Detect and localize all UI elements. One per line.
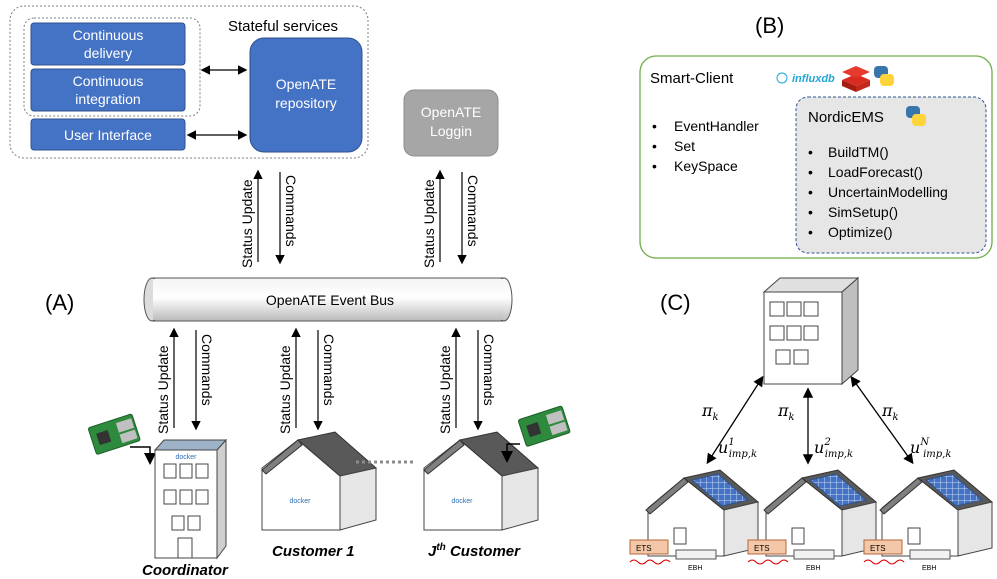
customer-1-house-icon: docker: [261, 431, 378, 531]
openate-repository-box: OpenATE repository: [249, 37, 363, 153]
logging-label-1: OpenATE: [421, 104, 481, 120]
user-interface-box: User Interface: [30, 118, 186, 151]
event-bus: OpenATE Event Bus: [143, 277, 513, 322]
nordic-item-3: •UncertainModelling: [808, 184, 948, 200]
stateful-services-title: Stateful services: [228, 18, 338, 35]
docker-logo-customer-1: docker: [289, 498, 311, 505]
continuous-integration-box: Continuous integration: [30, 68, 186, 112]
commands-label-3: Commands: [199, 334, 215, 406]
prosumer-house-icon: ETS EBH: [863, 469, 994, 572]
smart-client-box: Smart-Client influxdb •EventHandler •Set…: [639, 55, 993, 259]
event-bus-label: OpenATE Event Bus: [266, 292, 394, 308]
commands-label-1: Commands: [283, 175, 299, 247]
nordic-item-4: •SimSetup(): [808, 204, 898, 220]
nordic-item-2: •LoadForecast(): [808, 164, 923, 180]
prosumer-house-icon: ETS EBH: [629, 469, 760, 572]
ebh-label: EBH: [806, 565, 820, 572]
continuous-delivery-label-2: delivery: [84, 45, 132, 61]
nordic-ems-title: NordicEMS: [808, 109, 884, 126]
upper-arrows: Status Update Commands Status Update Com…: [239, 169, 481, 268]
comm-arrow-1: [706, 375, 764, 465]
pi-label-1: πk: [701, 401, 719, 423]
nordic-ems-box: NordicEMS •BuildTM() •LoadForecast() •Un…: [795, 96, 987, 254]
openate-logging-box: OpenATE Loggin: [403, 89, 499, 157]
nordic-item-5: •Optimize(): [808, 224, 893, 240]
solar-houses: ETS EBH ETS EBH ETS EBH: [629, 469, 994, 572]
coordinator-label: Coordinator: [142, 562, 229, 579]
raspberry-pi-icon-2: [518, 405, 571, 447]
client-item-1: •EventHandler: [652, 118, 759, 134]
docker-logo-coordinator: docker: [175, 454, 197, 461]
pi-labels: πk πk πk: [701, 401, 899, 423]
python-icon-2: [906, 106, 926, 126]
panel-b-label: (B): [755, 13, 784, 38]
repository-label-1: OpenATE: [276, 76, 336, 92]
logging-label-2: Loggin: [430, 123, 472, 139]
prosumer-house-icon: ETS EBH: [747, 469, 878, 572]
docker-logo-jth-customer: docker: [451, 498, 473, 505]
pi-label-2: πk: [777, 401, 795, 423]
continuous-delivery-box: Continuous delivery: [30, 22, 186, 66]
influxdb-logo: influxdb: [792, 73, 835, 85]
user-interface-label: User Interface: [64, 127, 152, 143]
coordinator-building-icon: docker: [153, 438, 228, 560]
client-item-3: •KeySpace: [652, 158, 738, 174]
comm-arrow-3: [850, 375, 914, 465]
nordic-item-1: •BuildTM(): [808, 144, 889, 160]
status-update-label-3: Status Update: [155, 345, 171, 434]
continuous-integration-label-1: Continuous: [73, 73, 144, 89]
commands-label-5: Commands: [481, 334, 497, 406]
commands-label-2: Commands: [465, 175, 481, 247]
python-icon: [874, 66, 894, 86]
ets-label: ETS: [636, 544, 652, 553]
lower-arrows: Status Update Commands Status Update Com…: [155, 327, 497, 434]
panel-c-label: (C): [660, 290, 691, 315]
status-update-label-5: Status Update: [437, 345, 453, 434]
status-update-label-4: Status Update: [277, 345, 293, 434]
customer-1-label: Customer 1: [272, 543, 355, 560]
jth-customer-house-icon: docker: [423, 431, 540, 531]
jth-customer-label: Jth Customer: [428, 542, 521, 560]
ebh-label: EBH: [922, 565, 936, 572]
continuous-delivery-label-1: Continuous: [73, 27, 144, 43]
ets-label: ETS: [754, 544, 770, 553]
status-update-label-2: Status Update: [421, 179, 437, 268]
continuous-integration-label-2: integration: [75, 91, 140, 107]
stateful-services-group: Stateful services: [9, 5, 369, 159]
raspberry-pi-icon: [88, 413, 141, 455]
status-update-label-1: Status Update: [239, 179, 255, 268]
redis-icon: [842, 66, 870, 92]
panel-a-label: (A): [45, 290, 74, 315]
ets-label: ETS: [870, 544, 886, 553]
ebh-label: EBH: [688, 565, 702, 572]
commands-label-4: Commands: [321, 334, 337, 406]
client-item-2: •Set: [652, 138, 695, 154]
repository-label-2: repository: [275, 95, 336, 111]
central-building-icon: [762, 276, 860, 386]
pi-label-3: πk: [881, 401, 899, 423]
influxdb-icon: [776, 72, 788, 84]
smart-client-title: Smart-Client: [650, 70, 734, 87]
